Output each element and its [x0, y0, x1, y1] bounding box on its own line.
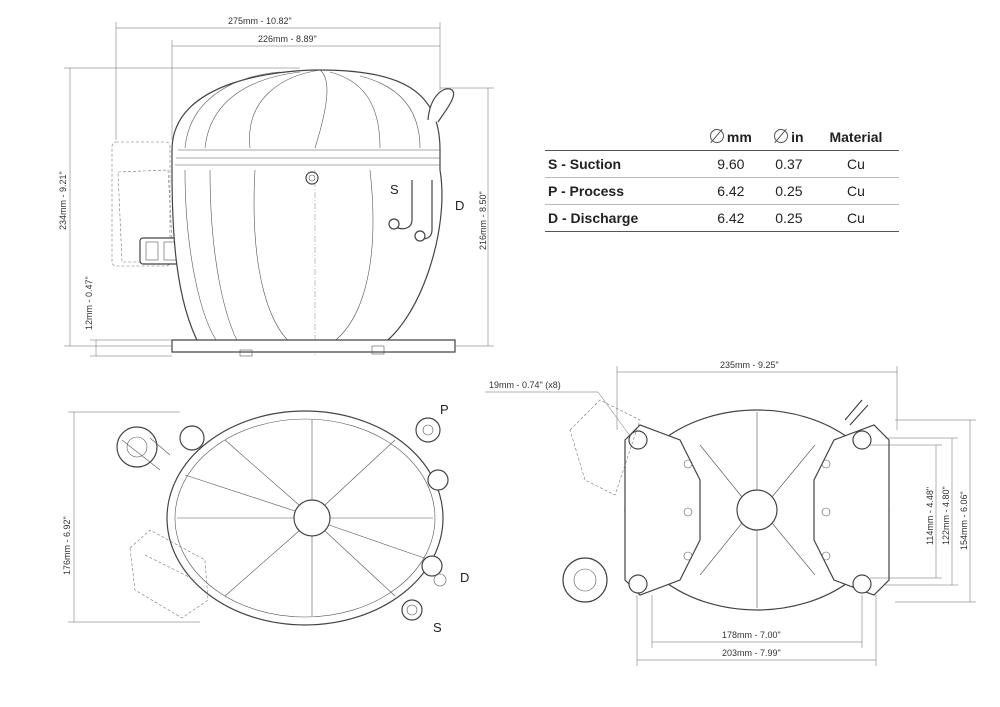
table-row: P - Process 6.42 0.25 Cu: [545, 177, 899, 205]
dimension-mount-spacing-1: 178mm - 7.00": [651, 595, 863, 648]
header-mm: mm: [696, 128, 765, 151]
dim-mount-spacing-1: 178mm - 7.00": [722, 630, 781, 640]
dimension-base-depth: 176mm - 6.92": [62, 411, 200, 623]
diameter-icon: [774, 128, 789, 143]
dim-total-width: 275mm - 10.82": [228, 16, 292, 26]
row-mm: 6.42: [696, 177, 765, 205]
table-row: D - Discharge 6.42 0.25 Cu: [545, 204, 899, 232]
table-header-row: mm in Material: [545, 128, 899, 151]
top-view: P D S 176mm - 6.92": [62, 402, 469, 635]
front-view: S D 275mm - 10.82" 226mm - 8.89" 234mm -…: [58, 16, 494, 357]
port-label-discharge-front: D: [455, 198, 464, 213]
row-mm: 9.60: [696, 150, 765, 178]
dimension-total-height: 234mm - 9.21": [58, 67, 300, 347]
dim-mount-depth-1: 114mm - 4.48": [925, 487, 935, 545]
dim-body-width: 226mm - 8.89": [258, 34, 317, 44]
diameter-icon: [709, 128, 724, 143]
row-label: S - Suction: [545, 150, 697, 178]
row-label: D - Discharge: [545, 204, 697, 232]
row-material: Cu: [812, 177, 899, 205]
bottom-view: 19mm - 0.74" (x8) 235mm - 9.25" 178mm - …: [485, 360, 976, 666]
dim-mount-spacing-2: 203mm - 7.99": [722, 648, 781, 658]
row-label: P - Process: [545, 177, 697, 205]
dim-total-height: 234mm - 9.21": [58, 171, 68, 230]
dim-mount-hole: 19mm - 0.74" (x8): [489, 380, 561, 390]
dim-foot-height: 12mm - 0.47": [84, 276, 94, 330]
dimension-foot-height: 12mm - 0.47": [84, 276, 172, 357]
dimension-body-width: 226mm - 8.89": [171, 34, 440, 140]
dim-mount-depth-2: 122mm - 4.80": [941, 486, 951, 545]
row-mm: 6.42: [696, 204, 765, 232]
row-in: 0.25: [764, 204, 813, 232]
port-label-suction-top: S: [433, 620, 442, 635]
dim-mount-depth-3: 154mm - 6.06": [959, 491, 969, 550]
row-material: Cu: [812, 150, 899, 178]
dimension-mount-span-outer: 235mm - 9.25": [616, 360, 898, 430]
dimension-tube-height: 216mm - 8.50": [440, 87, 494, 347]
table-row: S - Suction 9.60 0.37 Cu: [545, 150, 899, 178]
mount-hole-callout: 19mm - 0.74" (x8): [485, 380, 631, 437]
row-in: 0.25: [764, 177, 813, 205]
header-in: in: [764, 128, 813, 151]
port-label-suction-front: S: [390, 182, 399, 197]
dim-tube-height: 216mm - 8.50": [478, 191, 488, 250]
dim-base-depth: 176mm - 6.92": [62, 516, 72, 575]
dimension-mount-depth-2: 122mm - 4.80": [885, 437, 958, 586]
dim-mount-span-outer: 235mm - 9.25": [720, 360, 779, 370]
header-material: Material: [812, 128, 899, 151]
row-material: Cu: [812, 204, 899, 232]
connections-table: mm in Material S - Suction 9.60 0.37 Cu …: [545, 128, 899, 232]
dimension-mount-spacing-2: 203mm - 7.99": [636, 595, 877, 666]
port-label-process-top: P: [440, 402, 449, 417]
compressor-shell: [171, 69, 443, 347]
dimension-total-width: 275mm - 10.82": [115, 16, 441, 140]
dimension-mount-depth-1: 114mm - 4.48": [870, 444, 942, 579]
port-label-discharge-top: D: [460, 570, 469, 585]
dimension-mount-depth-3: 154mm - 6.06": [895, 419, 976, 603]
header-label: [545, 128, 697, 151]
row-in: 0.37: [764, 150, 813, 178]
